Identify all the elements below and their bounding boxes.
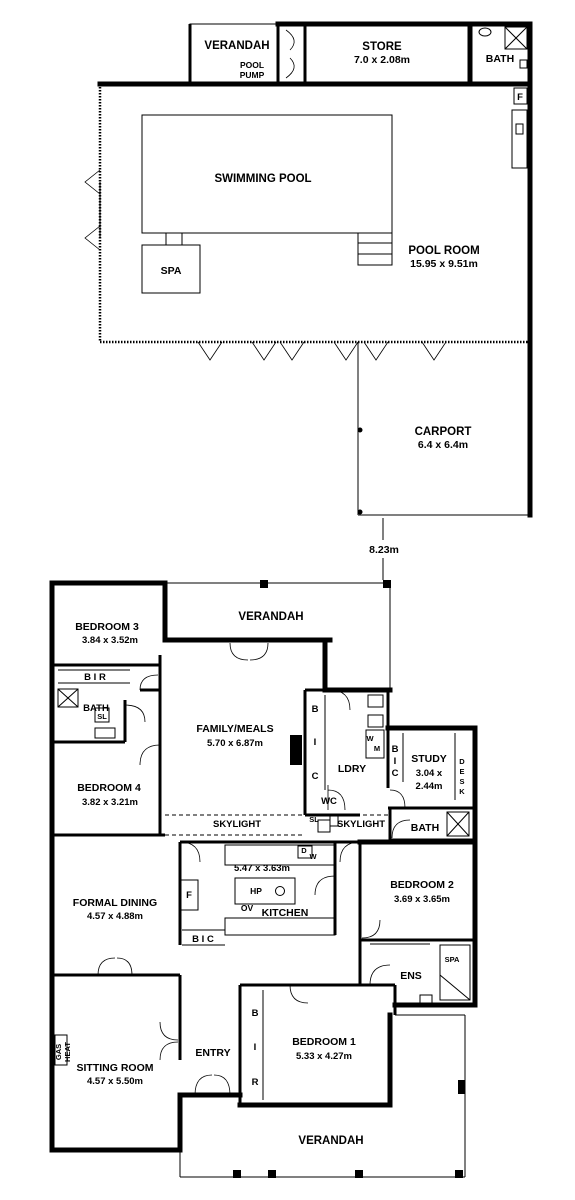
- room-labels: VERANDAH POOL PUMP STORE 7.0 x 2.08m BAT…: [54, 40, 523, 1147]
- label-bir-b3: B I R: [84, 672, 106, 683]
- label-wc: WC: [321, 796, 337, 807]
- label-study-dims2: 2.44m: [416, 781, 443, 792]
- label-skylight-left: SKYLIGHT: [213, 819, 261, 830]
- label-ldry: LDRY: [338, 763, 366, 775]
- label-kitchen-ov: OV: [241, 903, 254, 913]
- label-sitting: SITTING ROOM: [77, 1062, 154, 1074]
- label-bath-right: BATH: [411, 822, 439, 834]
- label-kitchen-w: W: [309, 852, 317, 861]
- label-gas: GAS: [54, 1044, 63, 1060]
- label-sitting-dims: 4.57 x 5.50m: [87, 1076, 143, 1087]
- label-family-dims: 5.70 x 6.87m: [207, 738, 263, 749]
- label-study-dims1: 3.04 x: [416, 768, 443, 779]
- label-bedroom2: BEDROOM 2: [390, 879, 454, 891]
- label-carport-dims: 6.4 x 6.4m: [418, 439, 468, 451]
- label-family: FAMILY/MEALS: [196, 723, 273, 735]
- swimming-pool: [141, 114, 393, 234]
- label-verandah-top: VERANDAH: [204, 40, 269, 52]
- label-bic-family-c: C: [312, 771, 319, 782]
- label-kitchen: KITCHEN: [262, 907, 309, 919]
- outbuilding: [84, 21, 533, 580]
- label-bir-b1-r: R: [252, 1077, 259, 1088]
- label-bic-family-b: B: [312, 704, 319, 715]
- label-carport: CARPORT: [415, 426, 472, 438]
- label-pool-room: POOL ROOM: [408, 245, 479, 257]
- label-bath-mid: BATH: [83, 703, 109, 714]
- label-bic-family-i: I: [314, 737, 317, 748]
- label-bir-b1-b: B: [252, 1008, 259, 1019]
- label-formal-dining: FORMAL DINING: [73, 897, 157, 909]
- label-desk-s: S: [459, 777, 464, 786]
- label-kitchen-d: D: [301, 846, 307, 855]
- label-bic-hall: B I C: [192, 934, 214, 945]
- label-bic-study-b: B: [392, 744, 399, 755]
- label-skylight-right: SKYLIGHT: [337, 819, 385, 830]
- label-formal-dining-dims: 4.57 x 4.88m: [87, 911, 143, 922]
- label-bedroom3: BEDROOM 3: [75, 621, 139, 633]
- label-bedroom1-dims: 5.33 x 4.27m: [296, 1051, 352, 1062]
- label-swimming-pool: SWIMMING POOL: [214, 173, 311, 185]
- label-spa-top: SPA: [161, 265, 182, 277]
- label-spa-ens: SPA: [445, 955, 460, 964]
- label-bath-top: BATH: [486, 53, 514, 65]
- label-ldry-w: W: [366, 734, 374, 743]
- label-gap-dims: 8.23m: [369, 544, 399, 556]
- label-ldry-m: M: [374, 744, 380, 753]
- label-fridge-top: F: [517, 92, 523, 103]
- label-pool-pump-1: POOL: [240, 60, 264, 70]
- label-sl-right: SL: [309, 815, 319, 824]
- label-heat: HEAT: [63, 1042, 72, 1062]
- label-desk-k: K: [459, 787, 465, 796]
- label-bedroom1: BEDROOM 1: [292, 1036, 356, 1048]
- label-bedroom4-dims: 3.82 x 3.21m: [82, 797, 138, 808]
- label-store-dims: 7.0 x 2.08m: [354, 54, 410, 66]
- label-bic-study-c: C: [392, 768, 399, 779]
- label-kitchen-hp: HP: [250, 886, 262, 896]
- kitchen-island: [234, 877, 296, 905]
- label-pool-pump-2: PUMP: [240, 70, 265, 80]
- label-verandah-front: VERANDAH: [298, 1135, 363, 1147]
- label-entry: ENTRY: [195, 1047, 230, 1059]
- label-desk-d: D: [459, 757, 465, 766]
- label-bedroom2-dims: 3.69 x 3.65m: [394, 894, 450, 905]
- label-bath-mid-sl: SL: [97, 712, 107, 721]
- label-bir-b1-i: I: [254, 1042, 257, 1053]
- label-ens: ENS: [400, 970, 422, 982]
- label-bedroom4: BEDROOM 4: [77, 782, 141, 794]
- label-verandah-rear: VERANDAH: [238, 611, 303, 623]
- label-pool-room-dims: 15.95 x 9.51m: [410, 258, 478, 270]
- label-kitchen-fridge: F: [186, 890, 192, 901]
- main-house: [49, 580, 478, 1178]
- label-study: STUDY: [411, 753, 447, 765]
- label-desk-e: E: [459, 767, 464, 776]
- label-store: STORE: [362, 41, 402, 53]
- label-bedroom3-dims: 3.84 x 3.52m: [82, 635, 138, 646]
- label-kitchen-dims: 5.47 x 3.63m: [234, 863, 290, 874]
- label-bic-study-i: I: [394, 756, 397, 767]
- spa-top: [141, 244, 201, 294]
